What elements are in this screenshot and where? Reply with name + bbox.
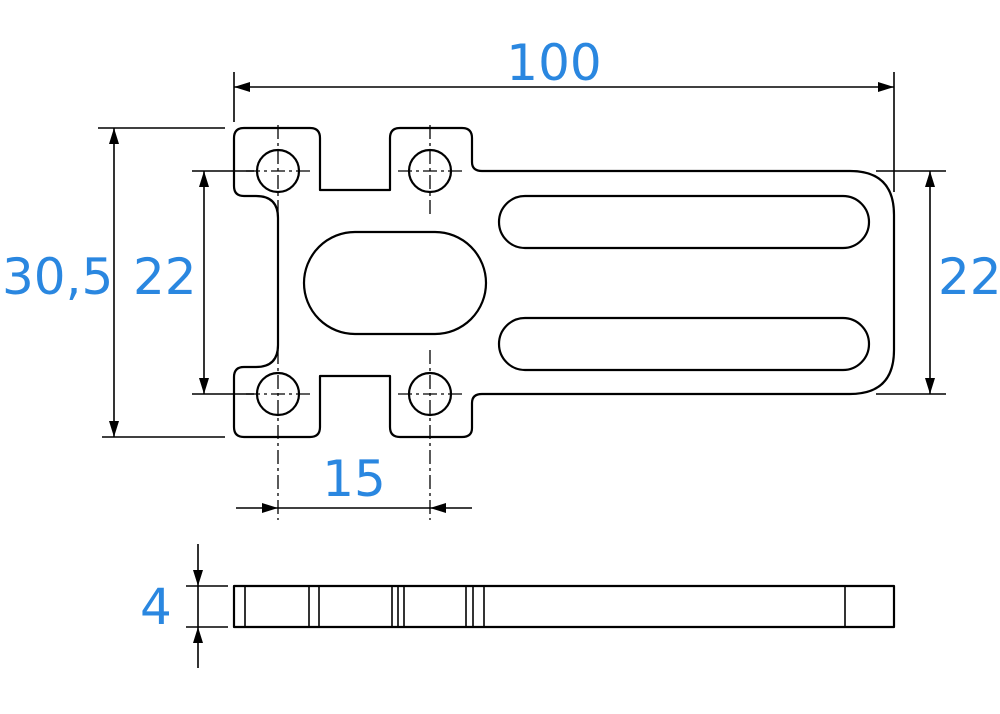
dim-hole-spacing-horizontal-label: 15 [322,450,386,508]
dim-overall-length-label: 100 [506,34,601,92]
side-view [232,584,896,629]
hole-bottom-right [398,350,462,520]
dim-hole-spacing-vertical-label: 22 [133,248,197,306]
dim-overall-height: 30,5 [2,127,225,438]
upper-slot [497,194,871,250]
dim-end-width: 22 [876,170,1000,395]
hole-top-right [398,125,462,218]
dim-thickness: 4 [140,544,228,668]
hole-top-left [246,125,310,218]
hole-bottom-left [246,350,310,520]
oval-cutout [302,230,488,336]
dim-hole-spacing-horizontal: 15 [236,450,472,513]
dim-overall-height-label: 30,5 [2,248,113,306]
plate-outline [232,126,896,439]
dim-thickness-label: 4 [140,578,172,636]
lower-slot [497,316,871,372]
dim-hole-spacing-vertical: 22 [133,170,254,395]
dim-end-width-label: 22 [938,248,1000,306]
dim-overall-length: 100 [233,34,895,192]
